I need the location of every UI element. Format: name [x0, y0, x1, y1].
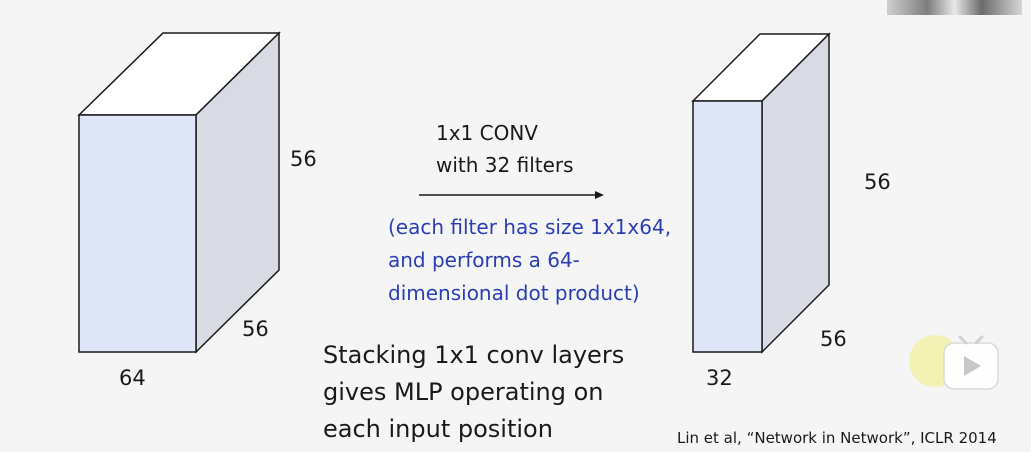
- input-depth-label: 64: [119, 366, 146, 390]
- output-width-label: 56: [820, 327, 847, 351]
- input-block-front-face: [78, 114, 197, 353]
- stacking-line3: each input position: [323, 415, 553, 443]
- filter-note-line3: dimensional dot product): [388, 281, 640, 305]
- citation: Lin et al, “Network in Network”, ICLR 20…: [677, 429, 997, 447]
- input-width-label: 56: [242, 317, 269, 341]
- play-icon[interactable]: [908, 331, 1000, 393]
- webcam-thumbnail: [887, 0, 1022, 15]
- stacking-explanation: Stacking 1x1 conv layers gives MLP opera…: [323, 337, 624, 448]
- input-height-label: 56: [290, 147, 317, 171]
- input-volume-block: [77, 31, 281, 354]
- output-depth-label: 32: [706, 366, 733, 390]
- output-block-front-face: [692, 100, 763, 353]
- conv-caption-line1: 1x1 CONV: [436, 121, 538, 145]
- filter-note-line2: and performs a 64-: [388, 248, 580, 272]
- filter-note: (each filter has size 1x1x64, and perfor…: [388, 211, 671, 310]
- stacking-line1: Stacking 1x1 conv layers: [323, 341, 625, 369]
- output-volume-block: [691, 32, 831, 354]
- filter-note-line1: (each filter has size 1x1x64,: [388, 215, 672, 239]
- output-height-label: 56: [864, 170, 891, 194]
- conv-caption-line2: with 32 filters: [436, 153, 574, 177]
- stacking-line2: gives MLP operating on: [323, 378, 604, 406]
- conv-arrow: [419, 191, 604, 199]
